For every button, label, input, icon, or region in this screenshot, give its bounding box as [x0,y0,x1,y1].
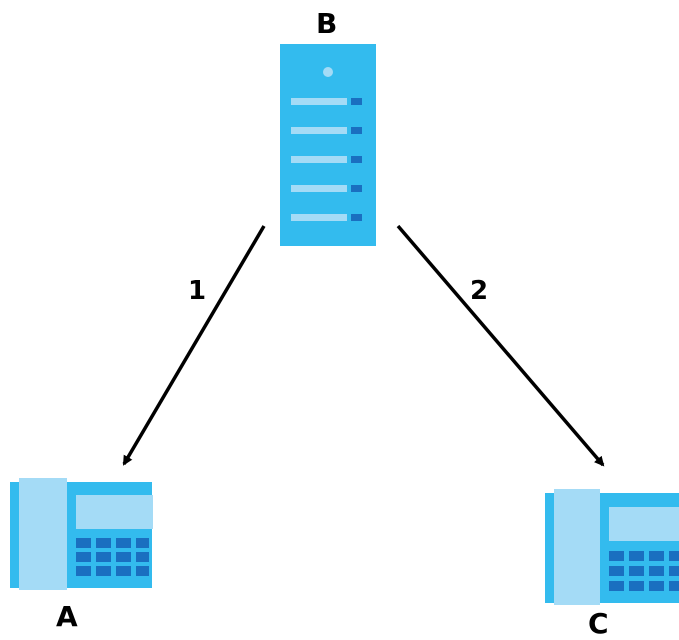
desk-phone-icon [10,478,153,590]
desk-phone-icon [545,489,679,605]
arrow-1 [122,225,266,466]
node-label-c: C [588,607,609,640]
node-label-b: B [316,7,338,40]
server-icon [280,44,376,246]
edge-label-1: 1 [188,276,207,306]
edge-label-2: 2 [470,276,489,306]
node-label-a: A [56,600,78,633]
arrow-2 [396,224,605,467]
